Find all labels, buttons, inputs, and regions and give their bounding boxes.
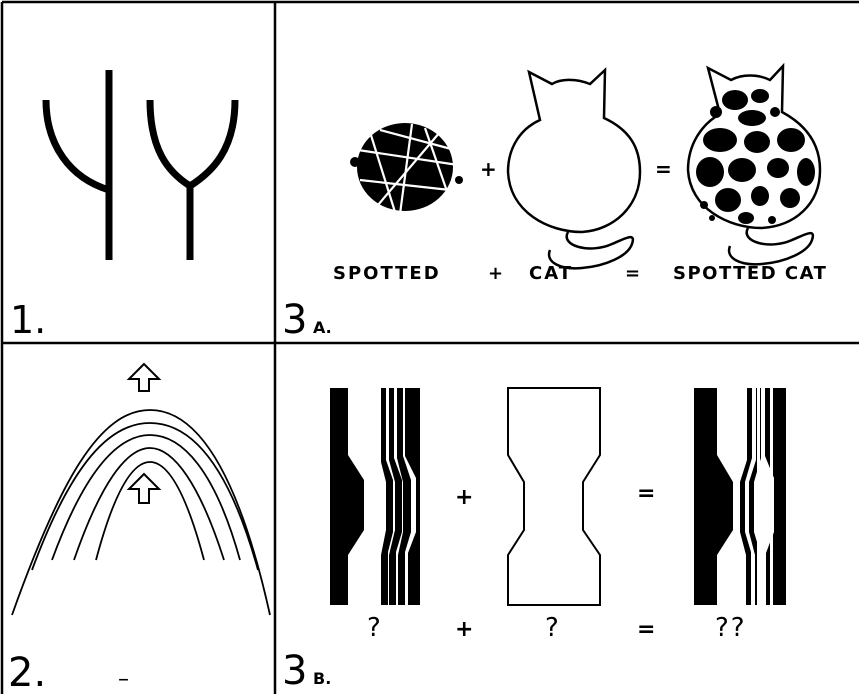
caption-question-2: ? <box>545 613 559 643</box>
caption-plus-3a: + <box>488 263 503 284</box>
plus-operator-3b: + <box>455 485 473 510</box>
caption-equals-3a: = <box>625 263 640 284</box>
spots-cluster <box>350 123 463 214</box>
caption-word-spotted: SPOTTED <box>333 263 441 284</box>
panel-3a-label-number: 3 <box>282 297 307 343</box>
cat-outline <box>508 70 640 268</box>
spotted-cat <box>688 66 820 264</box>
up-arrow-icon <box>129 364 159 391</box>
panel-3b: + = ? + ? = ?? 3 B. <box>282 388 786 694</box>
panel-1: 1. <box>10 70 235 342</box>
striped-hourglass <box>694 388 786 605</box>
panel-3b-label-letter: B. <box>313 669 331 688</box>
caption-word-cat: CAT <box>529 263 573 284</box>
caption-spotted-cat: SPOTTED CAT <box>673 263 827 284</box>
caption-equals-3b: = <box>637 617 655 642</box>
nested-arches <box>12 410 270 615</box>
up-arrow-icon-inner <box>129 474 159 503</box>
caption-plus-3b: + <box>455 617 473 642</box>
branch-figure-right <box>150 100 235 260</box>
equals-operator-3b: = <box>637 481 655 506</box>
branch-figure-left <box>46 70 109 260</box>
caption-double-question: ?? <box>715 613 747 643</box>
panel-2-mark: – <box>118 667 129 692</box>
panel-2-label: 2. <box>8 650 46 694</box>
panel-1-label: 1. <box>10 298 46 342</box>
panel-3b-label-number: 3 <box>282 648 307 694</box>
panel-2: 2. – <box>8 364 270 694</box>
panel-3a: + = <box>282 66 827 343</box>
caption-question-1: ? <box>367 613 381 643</box>
panel-3a-label-letter: A. <box>313 318 332 337</box>
plus-operator-3a: + <box>480 157 497 181</box>
equals-operator-3a: = <box>655 157 672 181</box>
hourglass-outline <box>508 388 600 605</box>
striped-shape-left <box>330 388 420 605</box>
